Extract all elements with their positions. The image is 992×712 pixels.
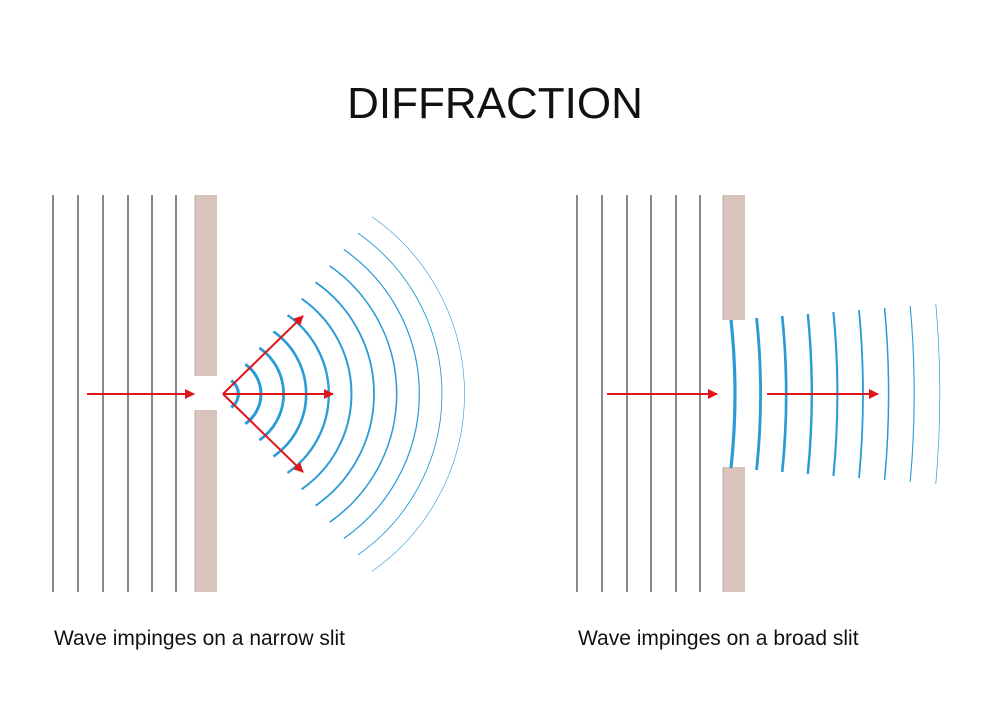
broad-slit-panel: Wave impinges on a broad slit: [576, 195, 941, 650]
barrier-upper: [723, 195, 745, 320]
plane-wave: [755, 317, 763, 471]
barrier-narrow: [194, 195, 217, 592]
barrier-upper: [195, 195, 217, 376]
circular-wave: [371, 216, 465, 572]
barrier-broad: [722, 195, 745, 592]
circular-wave: [357, 232, 443, 556]
barrier-lower: [723, 467, 745, 592]
circular-wave: [329, 265, 398, 523]
diffracted-arrow-up: [222, 315, 304, 395]
plane-wave: [909, 305, 915, 483]
caption-narrow-slit: Wave impinges on a narrow slit: [54, 627, 345, 650]
diagram-title: DIFFRACTION: [347, 79, 643, 128]
circular-wave: [343, 249, 420, 539]
circular-wave: [315, 281, 375, 507]
plane-wave: [935, 303, 941, 485]
barrier-lower: [195, 410, 217, 592]
diffracted-arrow-down: [222, 393, 304, 473]
caption-broad-slit: Wave impinges on a broad slit: [578, 627, 859, 650]
plane-wave: [729, 319, 737, 469]
plane-wave: [883, 307, 890, 481]
wave-arrows-narrow: [87, 315, 334, 473]
circular-wave: [301, 297, 353, 491]
narrow-slit-panel: Wave impinges on a narrow slit: [52, 195, 465, 650]
